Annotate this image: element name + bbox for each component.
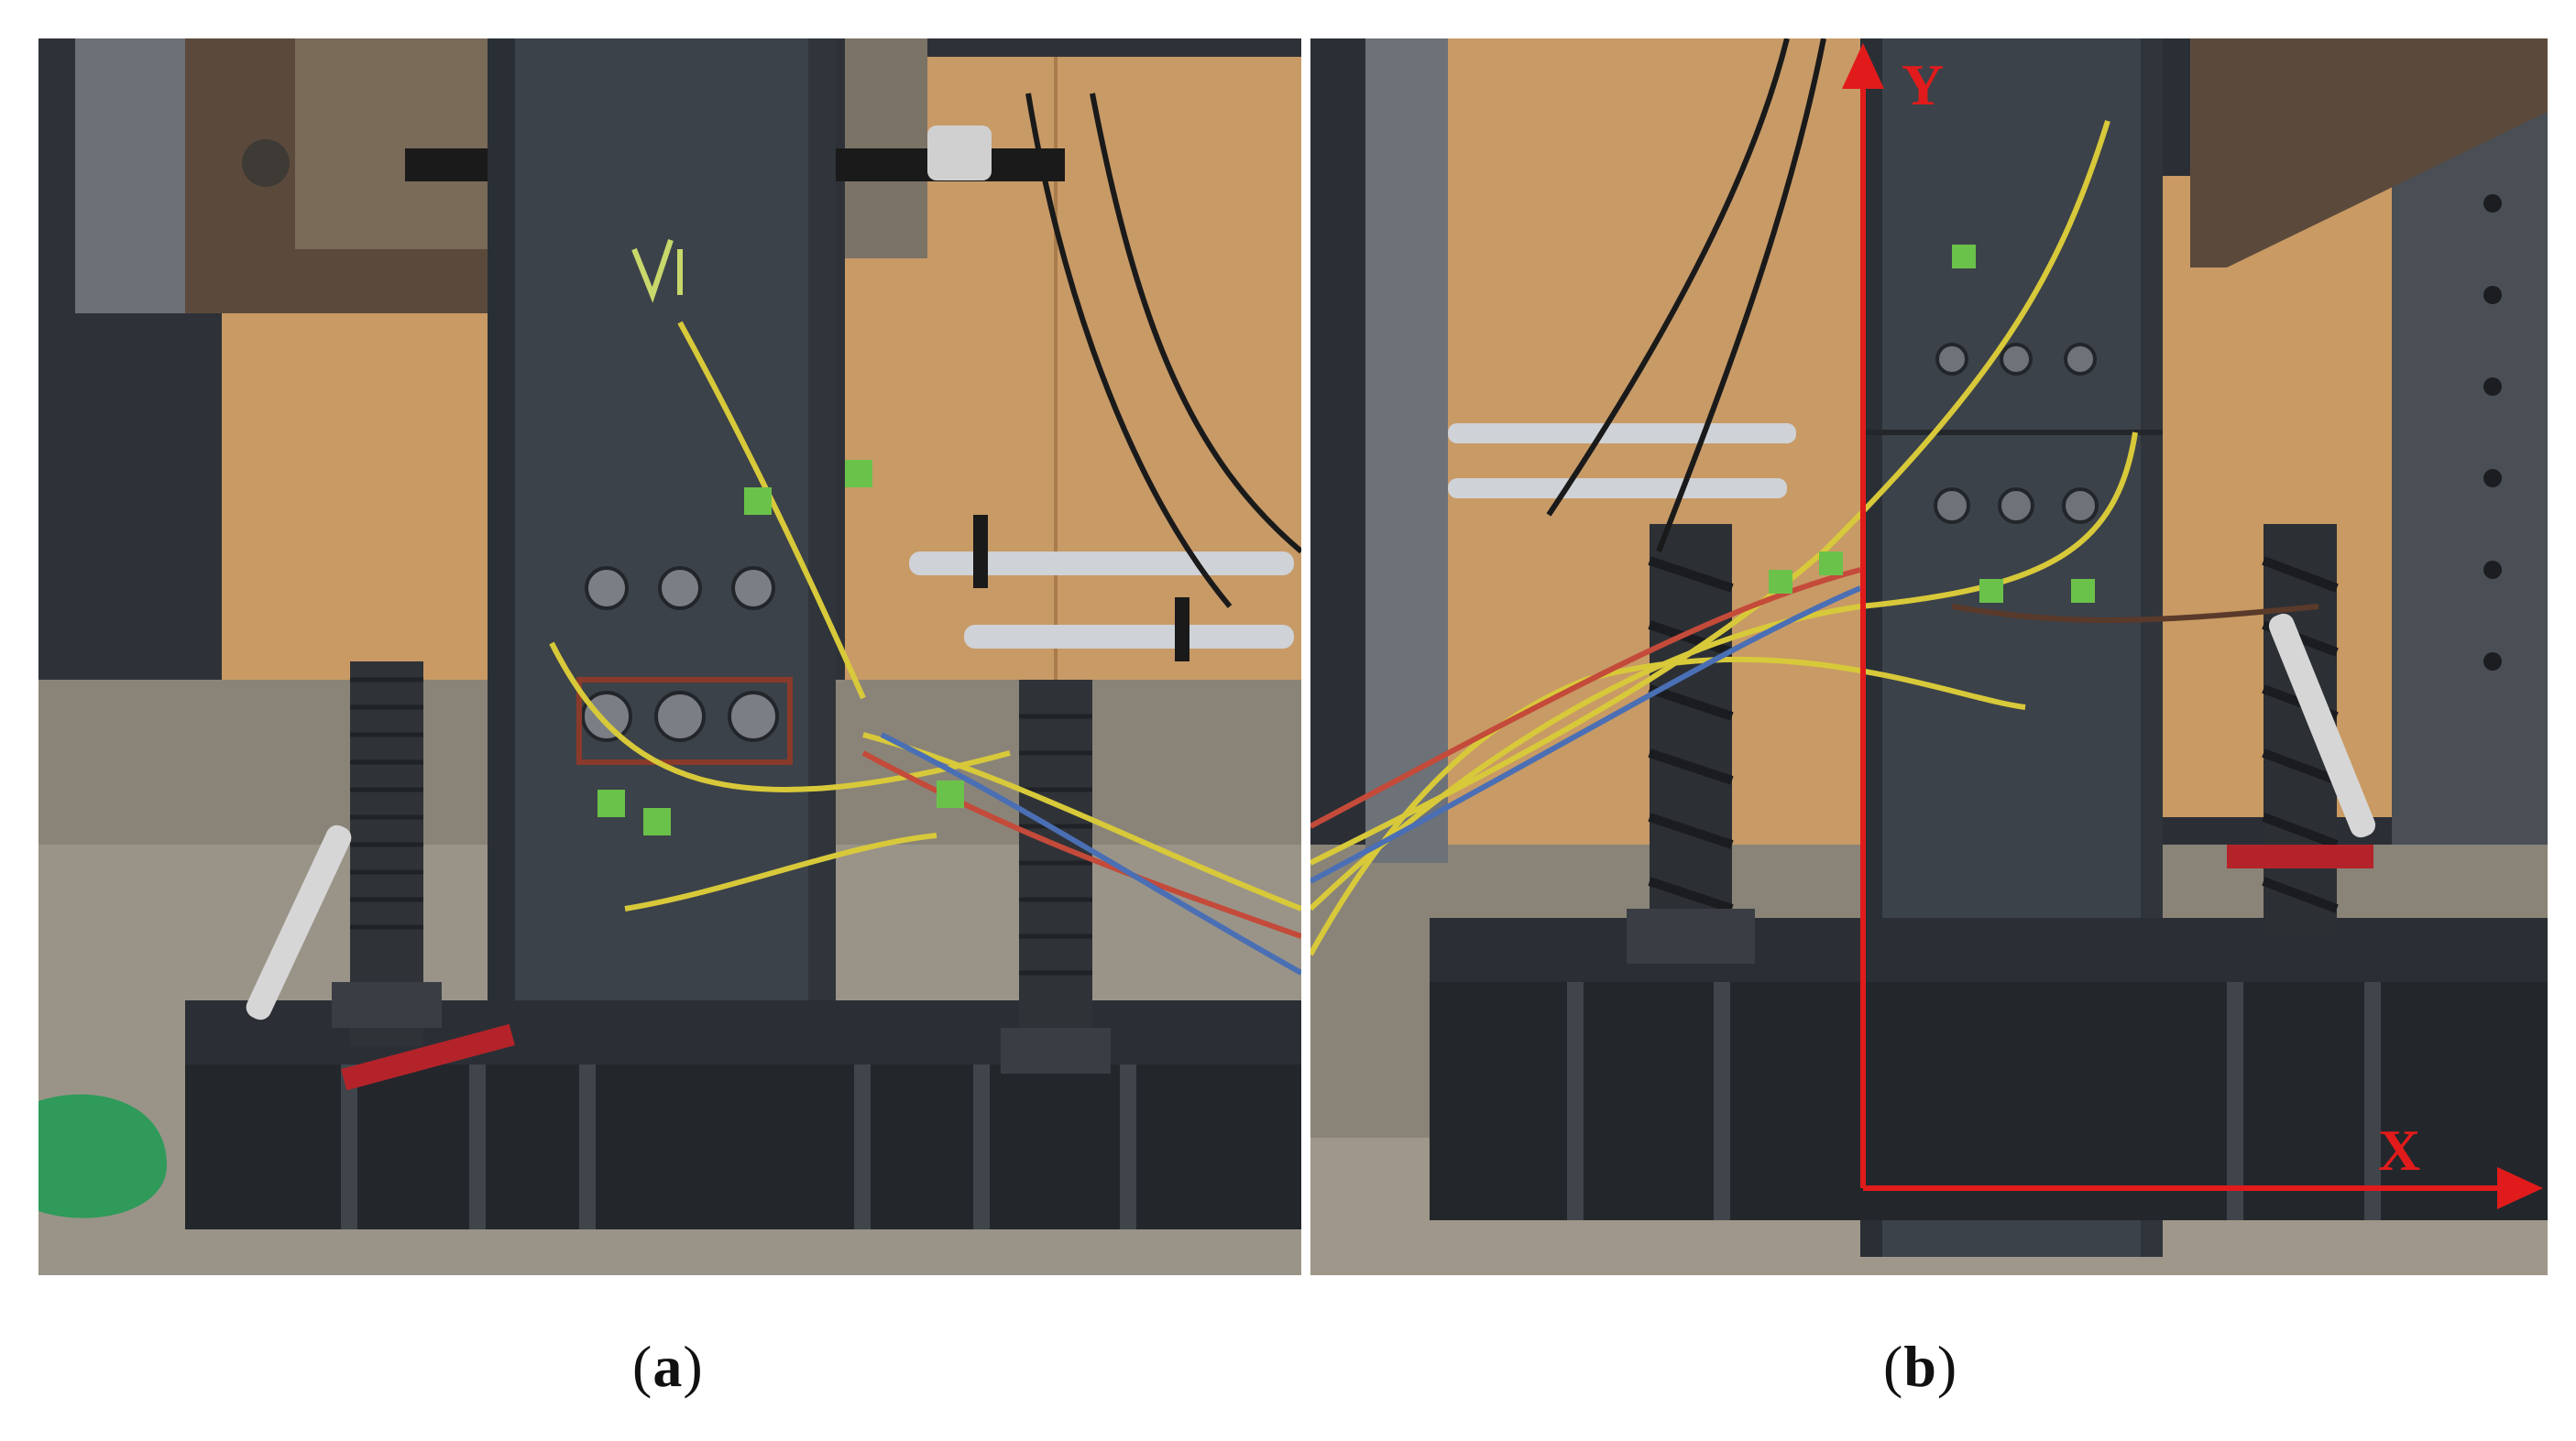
- y-axis-arrow-icon: [1842, 43, 1884, 89]
- caption-b-close: ): [1936, 1334, 1958, 1399]
- caption-b-letter: b: [1903, 1334, 1937, 1399]
- strain-gauge-icon: [597, 460, 964, 835]
- photo-panel-a: [38, 38, 1301, 1275]
- x-axis-label: X: [2378, 1118, 2420, 1183]
- photo-panel-b: Y X: [1310, 38, 2548, 1275]
- threaded-rod-icon: [1019, 680, 1092, 1064]
- displacement-transducer-icon: [1448, 423, 2376, 838]
- photo-b-illustration: Y X: [1310, 38, 2548, 1275]
- coordinate-axes: Y X: [1842, 43, 2543, 1209]
- caption-a-close: ): [683, 1334, 704, 1399]
- caption-b: (b): [1883, 1333, 1957, 1401]
- caption-a-open: (: [632, 1334, 653, 1399]
- photo-a-illustration: [38, 38, 1301, 1275]
- caption-a-letter: a: [652, 1334, 684, 1399]
- y-axis-label: Y: [1902, 52, 1944, 117]
- strain-gauge-icon: [1769, 245, 2095, 603]
- caption-b-open: (: [1883, 1334, 1904, 1399]
- x-axis-arrow-icon: [2497, 1167, 2543, 1209]
- displacement-transducer-icon: [909, 515, 1294, 661]
- bolt-icon: [242, 139, 290, 187]
- threaded-rod-icon: [1650, 524, 1732, 945]
- caption-a: (a): [632, 1333, 704, 1401]
